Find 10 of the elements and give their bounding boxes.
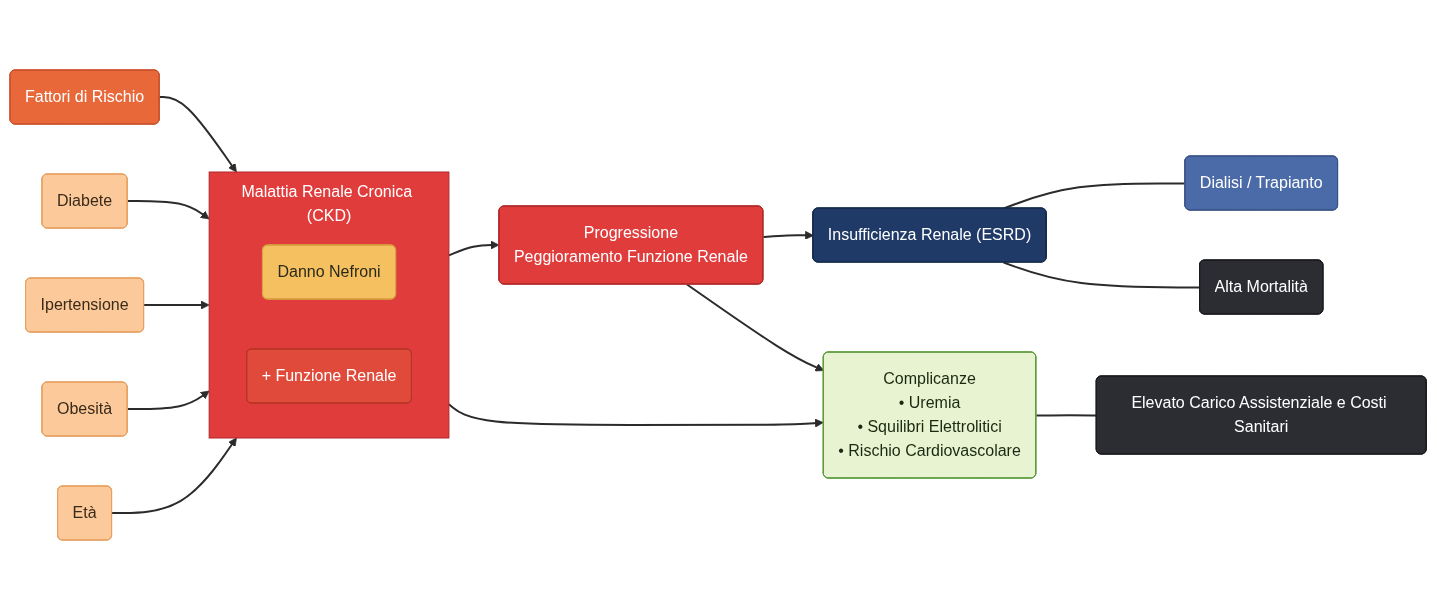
arrow (762, 230, 815, 240)
arrow (126, 390, 210, 410)
arrow (158, 96, 238, 173)
arrow (111, 437, 238, 514)
connector (1003, 182, 1187, 210)
arrow (448, 403, 825, 428)
arrow (143, 300, 210, 310)
arrow (126, 200, 210, 220)
arrow (686, 283, 825, 372)
arrow (448, 240, 500, 257)
